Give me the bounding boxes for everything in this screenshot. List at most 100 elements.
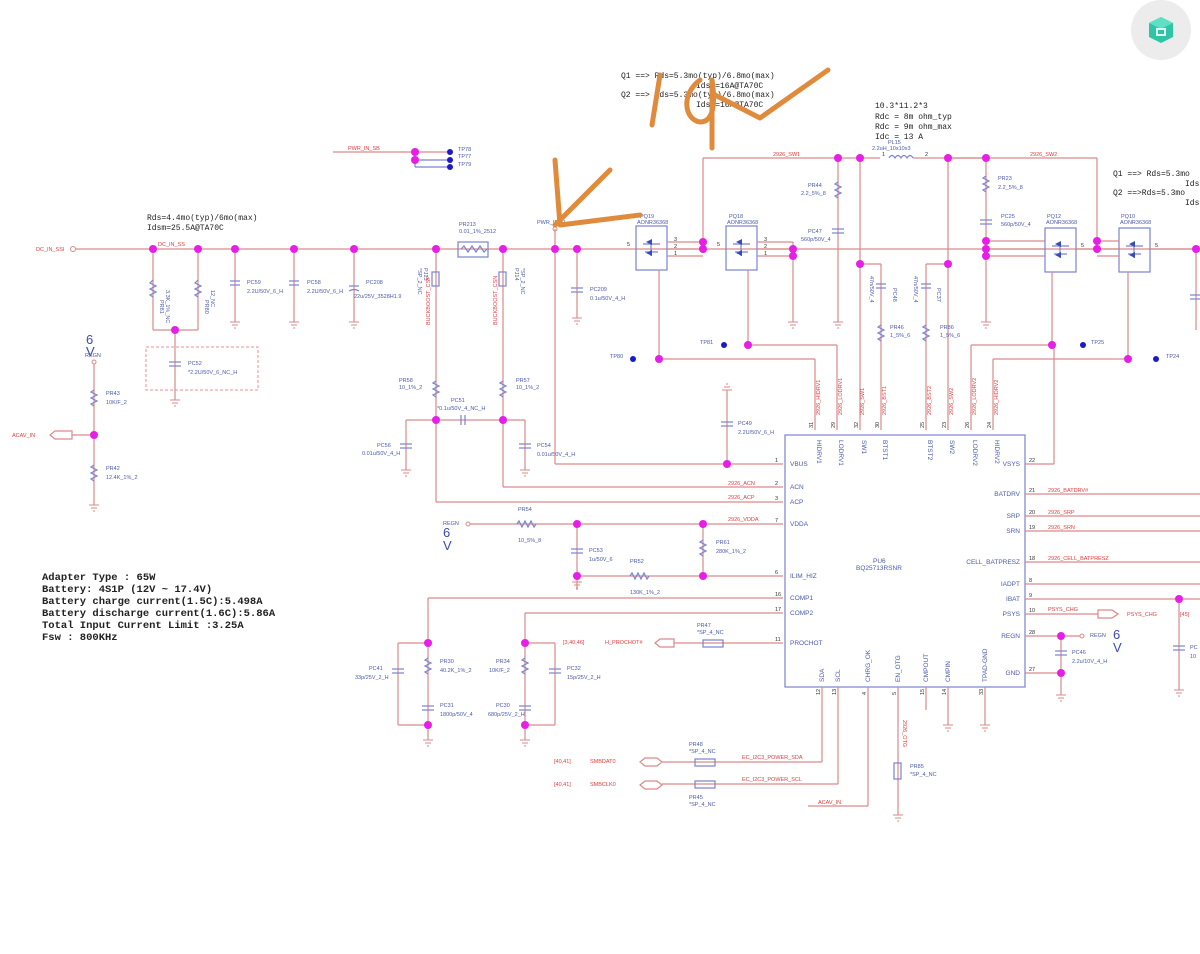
pin-name: SDA — [819, 668, 826, 682]
junction-node — [944, 154, 952, 162]
junction-nodes — [90, 148, 1200, 729]
part-label: PL15 — [888, 140, 901, 146]
pin-number: 27 — [1029, 667, 1035, 673]
junction-node — [1192, 245, 1200, 253]
junction-node — [1093, 237, 1101, 245]
part-value: 1_5%_6 — [890, 333, 910, 339]
ic-ref: PU6 — [873, 558, 886, 565]
net-label: 2926_LODRV1 — [838, 378, 844, 415]
pin-name: VBUS — [790, 461, 808, 468]
net-label: 2926_SW1 — [773, 152, 800, 158]
sw1-net: 2926_SW1 PR44 2.2_5%_8 PC47 560p/50V_4 — [702, 152, 880, 430]
inductor-note: 10.3*11.2*3 Rdc = 8m ohm_typ Rdc = 9m oh… — [875, 102, 952, 142]
pin-number: 1 — [764, 251, 767, 257]
pin-name: IBAT — [1006, 596, 1020, 603]
net-label: 2926_SRP — [1048, 510, 1075, 516]
net-label: DC_IN_SS — [158, 242, 185, 248]
junction-node — [149, 245, 157, 253]
net-label: BUCKBOOST_CSP — [426, 276, 432, 325]
part-label: PR23 — [998, 176, 1012, 182]
pin-number: 2 — [674, 244, 677, 250]
note-line: Idc = 13 A — [875, 133, 923, 142]
net-label: 2926_SW1 — [860, 388, 866, 415]
junction-node — [411, 148, 419, 156]
part-label: PQ12 — [1047, 214, 1061, 220]
smbus-nets: [40,41] SMBDAT0 PR48 *SP_4_NC EC_I2C3_PO… — [554, 687, 990, 822]
pin-number: 8 — [1029, 578, 1032, 584]
pin-name: VDDA — [790, 521, 809, 528]
part-value: 0.01_1%_2512 — [459, 229, 496, 235]
pin-number: 7 — [775, 518, 778, 524]
net-label: DC_IN_SSI — [36, 247, 65, 253]
part-label: PC59 — [247, 280, 261, 286]
part-value: AONR36368 — [1120, 220, 1151, 226]
junction-node — [350, 245, 358, 253]
right-nets: 2926_BATDRV# 2926_SRP 2926_SRN 2926_CELL… — [1025, 345, 1200, 702]
net-ref: [40,41] — [554, 782, 571, 788]
pin-name: CMPOUT — [923, 654, 930, 682]
pin-number: 22 — [1029, 458, 1035, 464]
part-label: PC51 — [451, 398, 465, 404]
part-value: 680p/25V_2_H — [488, 712, 525, 718]
part-value: 10K/F_2 — [106, 400, 127, 406]
junction-node — [1048, 341, 1056, 349]
part-label: PC58 — [307, 280, 321, 286]
annotation-stroke — [712, 67, 831, 121]
pin-number: 2 — [764, 244, 767, 250]
part-label: PR54 — [518, 507, 532, 513]
test-point — [721, 342, 727, 348]
junction-node — [699, 520, 707, 528]
part-value: 10K/F_2 — [489, 668, 510, 674]
part-value: *SP_2_NC — [519, 268, 525, 295]
pin-number: 5 — [717, 242, 720, 248]
pin-number: 14 — [942, 689, 948, 695]
net-label: BUCKBOOST_CSN — [493, 276, 499, 325]
net-label: EC_I2C3_POWER_SCL — [742, 777, 802, 783]
annotation-stroke — [649, 72, 663, 128]
pin-number: 6 — [775, 570, 778, 576]
junction-node — [521, 721, 529, 729]
part-label: PR80 — [203, 300, 209, 314]
part-value: 2.2_5%_8 — [801, 191, 826, 197]
part-value: 47n/50V_4 — [912, 276, 918, 303]
junction-node — [789, 245, 797, 253]
summary-line: Total Input Current Limit :3.25A — [42, 620, 244, 632]
ic-top-pins: 31HIDRV129LODRV132SW130BTST125BTST223SW2… — [809, 422, 1000, 466]
part-label: PR57 — [516, 378, 530, 384]
handwritten-annotation — [552, 67, 831, 228]
test-point-label: TP77 — [458, 154, 471, 160]
junction-node — [573, 572, 581, 580]
pin-name: COMP2 — [790, 610, 814, 617]
junction-node — [573, 245, 581, 253]
part-label: PC53 — [589, 548, 603, 554]
pin-name: HIDRV1 — [815, 440, 822, 464]
part-value: *SP_4_NC — [689, 802, 716, 808]
part-value: AONR36368 — [1046, 220, 1077, 226]
net-label: PSYS_CHG — [1048, 607, 1078, 613]
part-label: PR48 — [689, 742, 703, 748]
note-line: Q1 ==> Rds=5.3mo — [1113, 170, 1190, 179]
test-point — [447, 164, 453, 170]
pin-number: 29 — [831, 422, 837, 428]
app-launcher-button[interactable] — [1131, 0, 1191, 60]
note-line: Idsm=25.5A@TA70C — [147, 224, 224, 233]
junction-node — [290, 245, 298, 253]
part-label: PC25 — [1001, 214, 1015, 220]
net-label: ACAV_IN — [818, 800, 841, 806]
part-value: 560p/50V_4 — [1001, 222, 1031, 228]
cube-icon — [1149, 17, 1173, 43]
pin-number: 25 — [920, 422, 926, 428]
part-label: PC30 — [496, 703, 510, 709]
pin-name: PROCHOT — [790, 640, 823, 647]
pwr-in-sb-testpoints: PWR_IN_SB TP78 TP77 TP79 — [333, 146, 471, 168]
pin-name: IADPT — [1001, 581, 1020, 588]
ic-right-pins: 22VSYS21BATDRV20SRP19SRN18CELL_BATPRESZ8… — [966, 458, 1035, 677]
